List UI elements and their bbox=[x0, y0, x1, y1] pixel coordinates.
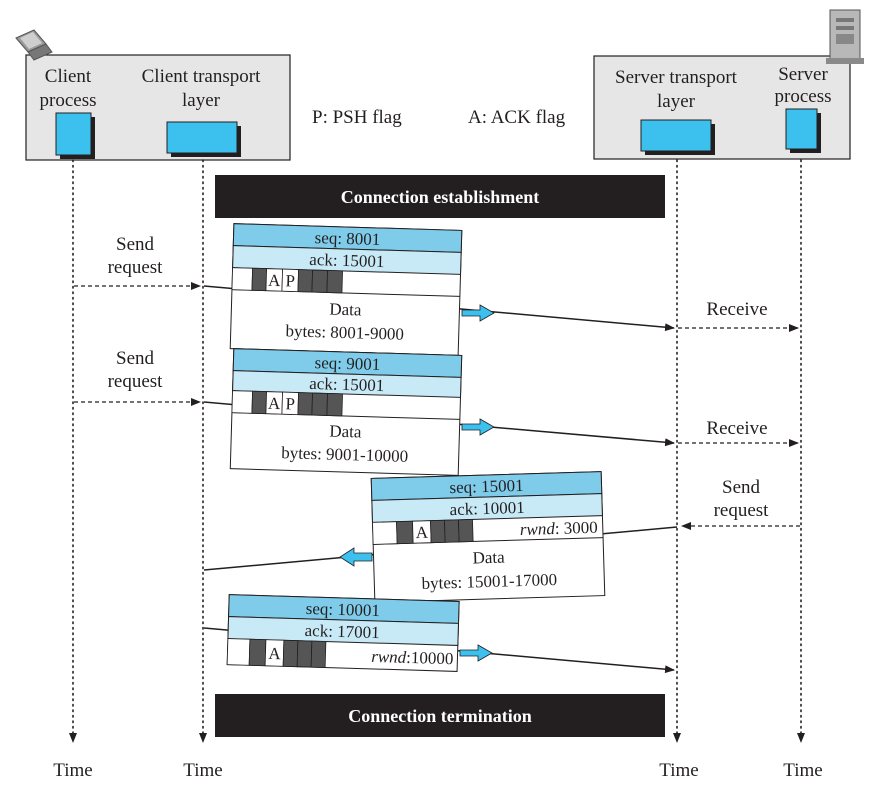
ack-number: ack: 15001 bbox=[309, 250, 385, 271]
ack-flag: A bbox=[268, 271, 282, 290]
server-process-block bbox=[785, 108, 821, 153]
send-request-label-2: request bbox=[108, 371, 164, 392]
ack-flag: A bbox=[415, 523, 429, 542]
client-transport-label-2: layer bbox=[182, 90, 221, 111]
psh-flag: P bbox=[285, 394, 295, 413]
ack-number: ack: 17001 bbox=[304, 621, 380, 642]
server-panel: Server transport layer Server process bbox=[593, 9, 864, 160]
server-transport-label-2: layer bbox=[657, 91, 696, 112]
server-transport-label-1: Server transport bbox=[615, 67, 738, 88]
seq-number: seq: 8001 bbox=[314, 228, 380, 249]
svg-text:Connection establishment: Connection establishment bbox=[341, 187, 540, 207]
time-label: Time bbox=[783, 760, 822, 781]
server-send-request-label: request bbox=[714, 500, 770, 521]
ack-number: ack: 15001 bbox=[309, 374, 385, 395]
data-label: Data bbox=[472, 548, 505, 568]
server-tower-icon bbox=[826, 9, 864, 64]
client-panel: Client process Client transport layer bbox=[15, 29, 291, 161]
server-process-label-2: process bbox=[775, 86, 832, 107]
byte-range: bytes: 15001-17000 bbox=[421, 570, 557, 593]
ack-flag: A bbox=[268, 394, 282, 413]
segment-box-2: seq: 9001 ack: 15001 A P Data bytes: 900… bbox=[229, 348, 463, 476]
segment-box-4: seq: 10001 ack: 17001 A rwnd:10000 bbox=[226, 594, 460, 672]
time-label: Time bbox=[183, 760, 222, 781]
server-process-label-1: Server bbox=[778, 64, 828, 85]
server-send-request-label: Send bbox=[722, 477, 761, 498]
psh-flag: P bbox=[285, 271, 295, 290]
data-label: Data bbox=[329, 300, 362, 320]
local-arrows bbox=[74, 282, 800, 530]
send-request-label-2: Send bbox=[116, 348, 155, 369]
byte-range: bytes: 8001-9000 bbox=[285, 321, 404, 344]
server-transport-block bbox=[640, 119, 715, 155]
arrow-icon bbox=[459, 644, 493, 662]
data-label: Data bbox=[329, 422, 362, 442]
send-request-label-1: request bbox=[108, 257, 164, 278]
arrow-icon bbox=[461, 304, 495, 322]
ack-number: ack: 10001 bbox=[449, 498, 525, 519]
flag-field bbox=[231, 390, 343, 417]
time-label: Time bbox=[53, 760, 92, 781]
rwnd-field: rwnd:10000 bbox=[371, 647, 454, 668]
psh-flag-legend: P: PSH flag bbox=[312, 107, 402, 128]
arrow-icon bbox=[461, 418, 495, 436]
laptop-icon bbox=[15, 29, 53, 61]
receive-label-2: Receive bbox=[706, 418, 767, 439]
ack-flag: A bbox=[268, 644, 282, 663]
flag-field bbox=[231, 267, 343, 294]
seq-number: seq: 10001 bbox=[306, 599, 381, 620]
seq-number: seq: 15001 bbox=[449, 476, 524, 497]
svg-text:Connection termination: Connection termination bbox=[348, 706, 532, 726]
connection-termination-banner: Connection termination bbox=[215, 694, 665, 737]
ack-flag-legend: A: ACK flag bbox=[468, 107, 566, 128]
receive-label-1: Receive bbox=[706, 299, 767, 320]
segment-box-1: seq: 8001 ack: 15001 A P Data bytes: 800… bbox=[229, 223, 463, 356]
arrow-icon bbox=[339, 547, 373, 567]
seq-number: seq: 9001 bbox=[314, 353, 380, 374]
byte-range: bytes: 9001-10000 bbox=[281, 443, 409, 466]
send-request-label-1: Send bbox=[116, 234, 155, 255]
time-label: Time bbox=[659, 760, 698, 781]
client-process-block bbox=[55, 112, 95, 159]
client-process-label-2: process bbox=[40, 90, 97, 111]
client-process-label-1: Client bbox=[45, 66, 92, 87]
timelines bbox=[69, 159, 805, 743]
connection-establishment-banner: Connection establishment bbox=[215, 175, 665, 218]
flag-field bbox=[372, 519, 474, 545]
client-transport-label-1: Client transport bbox=[142, 66, 261, 87]
segment-box-3: seq: 15001 ack: 10001 A rwnd: 3000 Data … bbox=[370, 471, 606, 603]
client-transport-block bbox=[166, 121, 241, 157]
rwnd-field: rwnd: 3000 bbox=[520, 518, 598, 539]
flag-field bbox=[226, 638, 327, 668]
